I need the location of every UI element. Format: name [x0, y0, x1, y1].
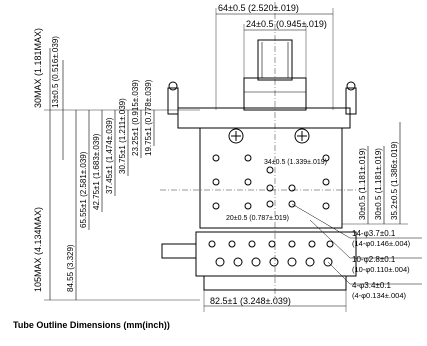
dim-mid-34: 34±0.5 (1.339±.019) [264, 159, 327, 166]
right-terminal [345, 87, 357, 115]
hole-callout-4: 4-φ3.4±0.1 [352, 281, 391, 290]
screw-right [294, 128, 310, 144]
dim-right-352: 35.2±0.5 (1.386±.019) [390, 141, 399, 220]
dim-mid-20: 20±0.5 (0.787±.019) [226, 215, 289, 222]
hole-callout-4-inch: (4-φ0.134±.004) [352, 291, 407, 300]
dim-left-1975: 19.75±1 (0.778±.039) [144, 79, 153, 156]
dim-top-width: 64±0.5 (2.520±.019) [218, 3, 299, 13]
screw-left [228, 128, 244, 144]
hole-callout-10-inch: (10-φ0.110±.004) [352, 265, 410, 274]
hole-callout-10: 10-φ2.8±0.1 [352, 255, 396, 264]
flange-stub [161, 243, 197, 259]
dim-left-3075: 30.75±1 (1.211±.039) [118, 98, 127, 174]
dim-right-30: 30±0.5 (1.181±.019) [358, 148, 367, 220]
dim-right-30b: 30±0.5 (1.181±.019) [374, 148, 383, 220]
flange [195, 231, 357, 277]
main-body [199, 127, 343, 229]
dim-left-2325: 23.25±1 (0.915±.039) [131, 79, 140, 156]
dim-left-30max: 30MAX (1.181MAX) [33, 28, 43, 108]
dim-left-6555: 65.55±1 (2.581±.039) [79, 151, 88, 228]
body-holes [212, 154, 330, 210]
dim-left-105max: 105MAX (4.134MAX) [33, 207, 43, 292]
dim-left-13: 13±0.5 (0.516±.039) [51, 36, 60, 108]
dim-bottom-width: 82.5±1 (3.248±.039) [210, 296, 291, 306]
left-terminal [167, 87, 179, 115]
hole-callout-14: 14-φ3.7±0.1 [352, 229, 396, 238]
dim-left-4275: 42.75±1 (1.683±.039) [92, 133, 101, 210]
top-plate [177, 107, 351, 129]
hole-callout-14-inch: (14-φ0.146±.004) [352, 239, 411, 248]
flange-holes [208, 240, 334, 267]
dim-top-inner: 24±0.5 (0.945±.019) [246, 19, 327, 29]
dim-left-8455: 84.55 (3.329) [66, 244, 75, 292]
dim-left-3745: 37.45±1 (1.474±.039) [105, 117, 114, 194]
figure-caption: Tube Outline Dimensions (mm(inch)) [13, 320, 170, 330]
